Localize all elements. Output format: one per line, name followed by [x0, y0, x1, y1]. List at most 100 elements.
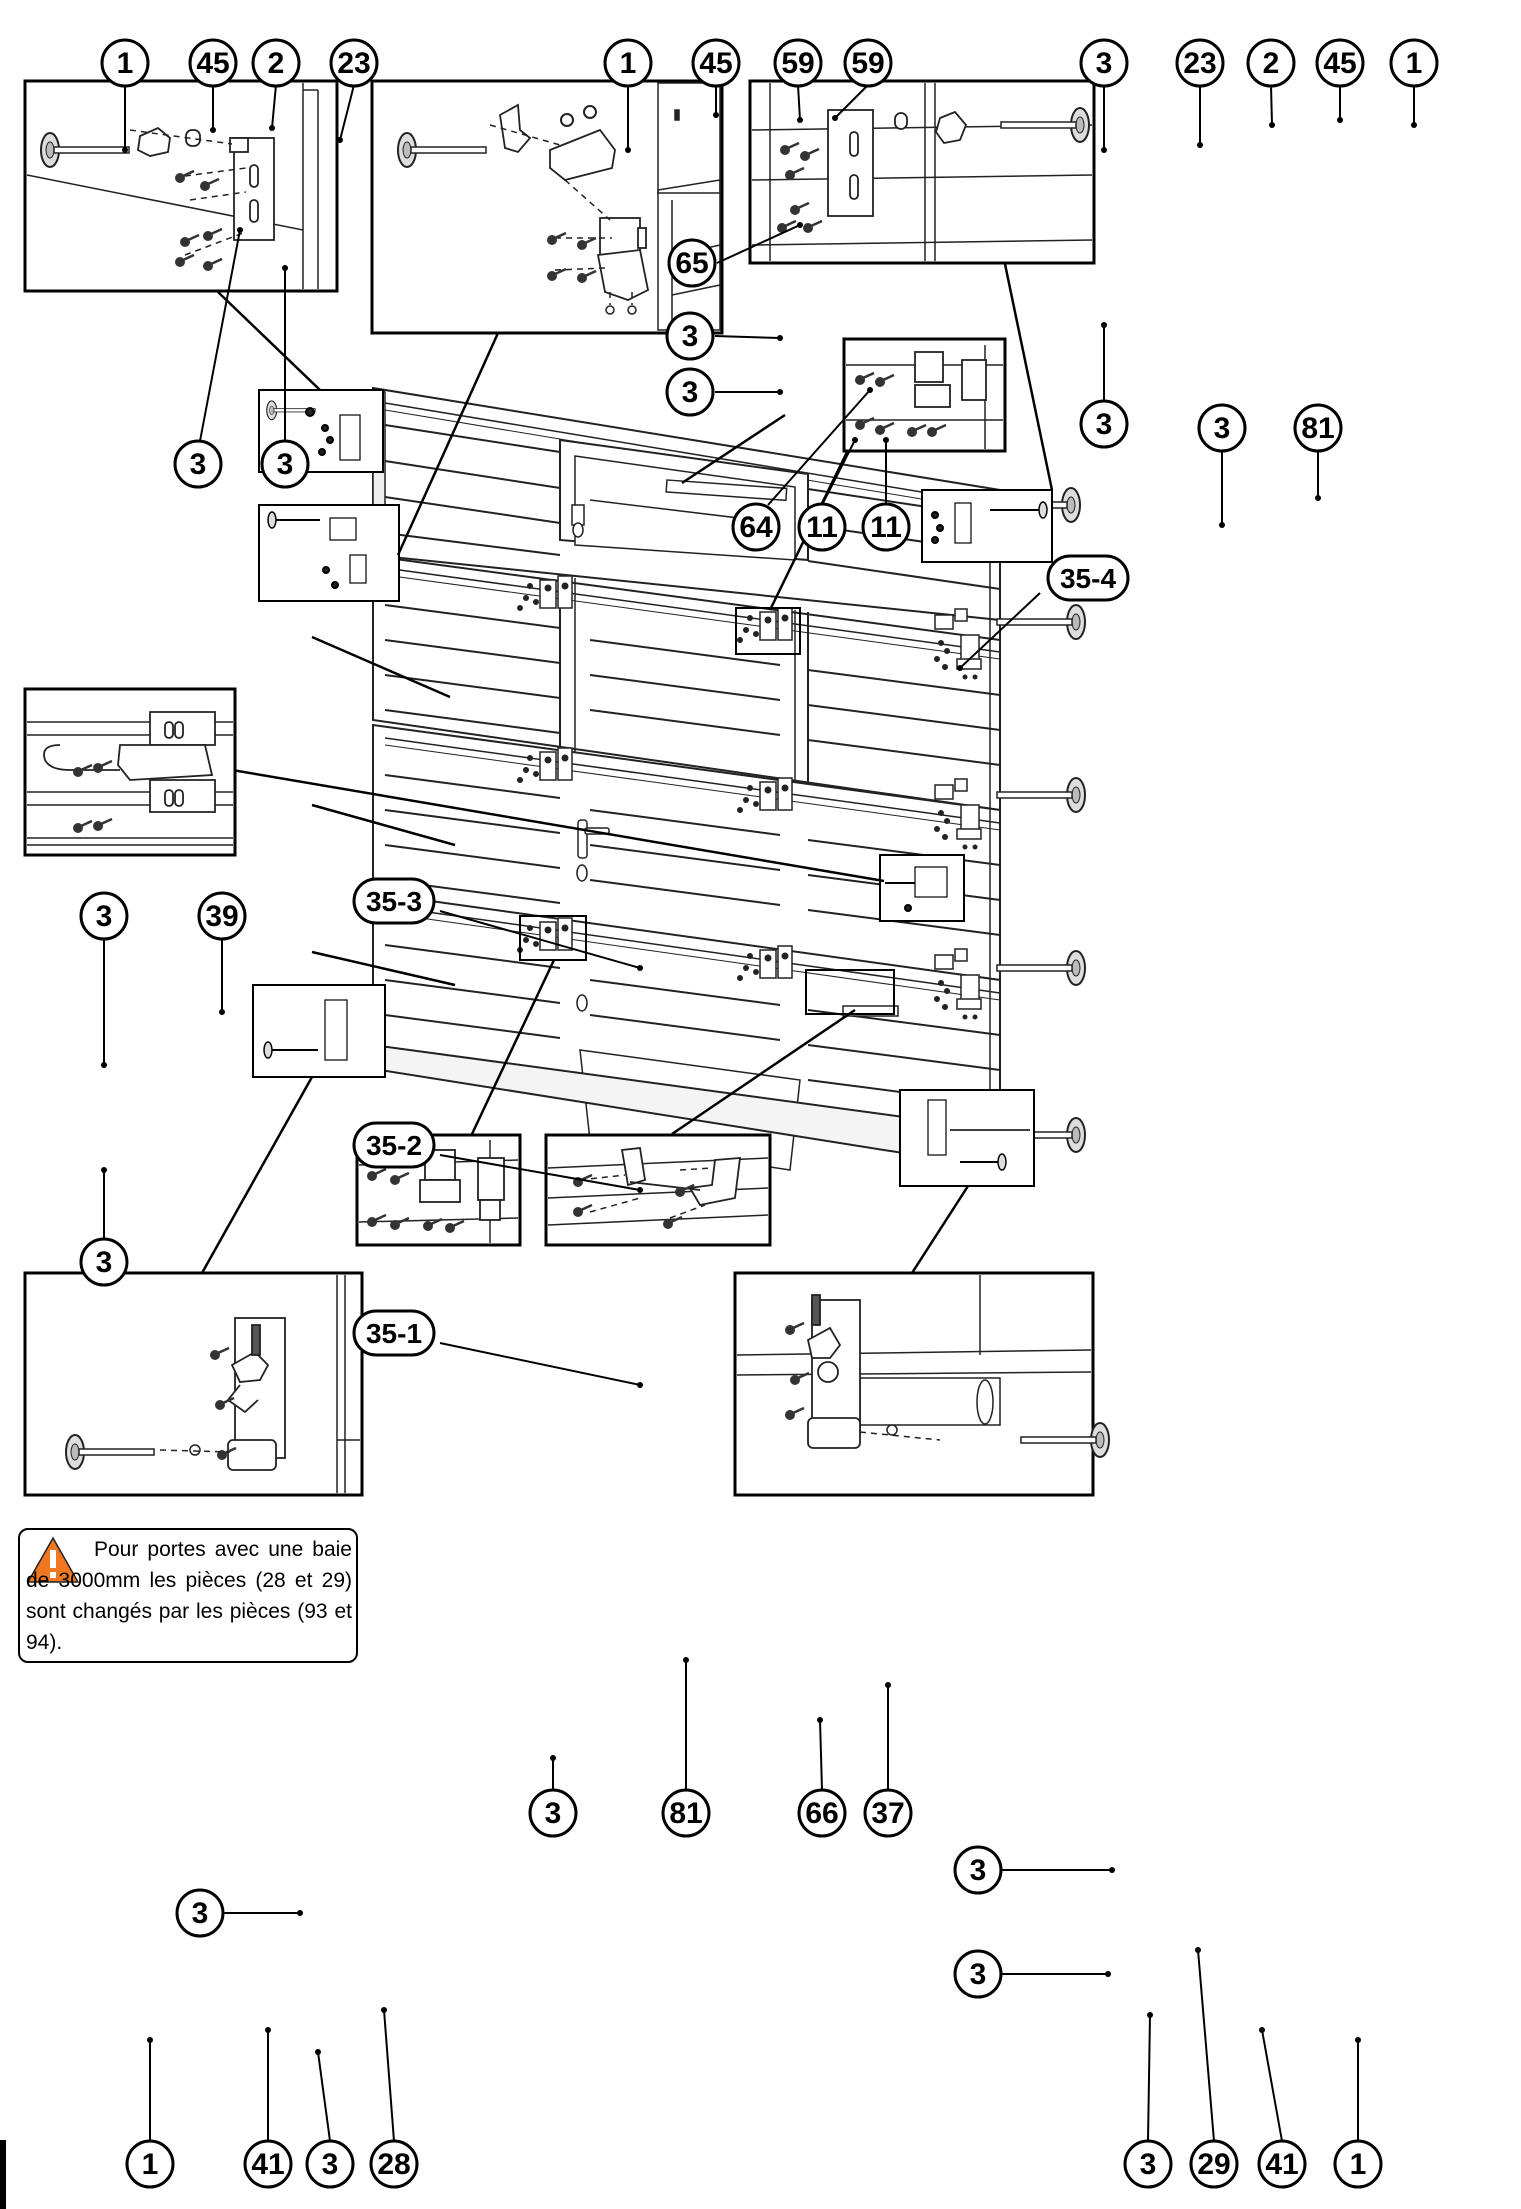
callout-label: 28	[377, 2148, 410, 2181]
callout-bubble	[861, 502, 911, 552]
callout-3: 3	[79, 1237, 129, 1287]
callout-bubble	[603, 38, 653, 88]
callout-label: 2	[268, 47, 285, 80]
callout-bubble	[797, 1788, 847, 1838]
callout-41: 41	[1257, 2139, 1307, 2189]
callout-label: 3	[545, 1797, 562, 1830]
leader-c28	[439, 1342, 641, 1386]
callout-bubble	[1197, 403, 1247, 453]
callout-3: 3	[953, 1845, 1003, 1895]
callout-29: 29	[1189, 2139, 1239, 2189]
leader-end-c34	[817, 1717, 823, 1723]
leader-c45	[1261, 2029, 1283, 2142]
leader-end-c27	[637, 1187, 643, 1193]
leader-c14	[767, 389, 871, 506]
warning-note-text: Pour portes avec une baie de 3000mm les …	[26, 1538, 352, 1654]
leader-end-c1	[122, 147, 128, 153]
leader-lines	[200, 263, 1054, 1274]
callout-bubble	[1079, 38, 1129, 88]
leader-end-c40	[381, 2007, 387, 2013]
callout-bubble	[667, 238, 717, 288]
callout-label: 23	[1183, 47, 1216, 80]
callout-label: 81	[1301, 412, 1334, 445]
leader-end-c43	[1147, 2012, 1153, 2018]
detail-hinge-81-upper	[842, 337, 1007, 453]
callout-bubble	[1175, 38, 1225, 88]
leader-end-c7	[625, 147, 631, 153]
mini-detail-boxes	[252, 389, 1053, 1187]
callout-bubble	[1246, 38, 1296, 88]
callout-label: 3	[277, 448, 294, 481]
leader-c12	[714, 335, 781, 339]
callout-label: 59	[781, 47, 814, 80]
leader-c9	[797, 84, 801, 121]
callout-bubble	[125, 2139, 175, 2189]
callout-23: 23	[1175, 38, 1225, 88]
leader-end-c12	[777, 335, 783, 341]
leader-c3	[271, 84, 277, 129]
callout-label: 45	[1323, 47, 1356, 80]
leader-end-c33	[683, 1657, 689, 1663]
leader-end-c45	[1259, 2027, 1265, 2033]
leader-c19	[1270, 84, 1273, 126]
callout-2: 2	[251, 38, 301, 88]
leader-end-c20	[1337, 117, 1343, 123]
leader-c10	[834, 84, 869, 119]
callout-bubble	[79, 1237, 129, 1287]
callout-bubble	[243, 2139, 293, 2189]
page-edge-marker	[0, 2140, 6, 2209]
warning-triangle-icon	[26, 1536, 80, 1583]
leader-end-c23	[1219, 522, 1225, 528]
callout-bubble	[1257, 2139, 1307, 2189]
callout-bubble	[173, 439, 223, 489]
leader-end-c6	[282, 265, 288, 271]
detail-bottom-left	[23, 1271, 364, 1497]
callout-label: 64	[739, 511, 773, 544]
callout-label: 35-1	[366, 1318, 422, 1349]
callout-bubble	[1333, 2139, 1383, 2189]
callout-1: 1	[1389, 38, 1439, 88]
callout-label: 3	[1096, 408, 1113, 441]
callout-bubble	[197, 891, 247, 941]
callout-label: 3	[682, 320, 699, 353]
leader-c34	[819, 1719, 823, 1791]
detail-bracket-37	[544, 1133, 772, 1247]
callout-bubble	[731, 502, 781, 552]
leader-end-c16	[883, 437, 889, 443]
callout-3: 3	[1079, 38, 1129, 88]
callout-3: 3	[528, 1788, 578, 1838]
callout-bubble	[251, 38, 301, 88]
callout-bubble	[1315, 38, 1365, 88]
callout-label: 29	[1197, 2148, 1230, 2181]
callout-label: 59	[851, 47, 884, 80]
callout-label: 3	[682, 376, 699, 409]
leader-end-c13	[777, 389, 783, 395]
leader-end-c15	[852, 437, 858, 443]
callout-label: 1	[117, 47, 134, 80]
callout-bubble	[1189, 2139, 1239, 2189]
callout-bubble	[843, 38, 893, 88]
callout-bubble	[305, 2139, 355, 2189]
leader-c5	[199, 229, 241, 442]
callout-label: 3	[970, 1854, 987, 1887]
callout-label: 11	[806, 511, 838, 544]
detail-top-right	[748, 79, 1096, 265]
leader-c44	[1197, 1949, 1215, 2142]
callout-label: 3	[970, 1958, 987, 1991]
leader-end-c14	[867, 387, 873, 393]
callout-81: 81	[1293, 403, 1343, 453]
leader-c11	[716, 224, 801, 264]
leader-end-c26	[637, 965, 643, 971]
callout-66: 66	[797, 1788, 847, 1838]
callout-81: 81	[661, 1788, 711, 1838]
leader-end-c11	[797, 222, 803, 228]
callout-1: 1	[603, 38, 653, 88]
callout-label: 11	[870, 511, 902, 544]
leader-end-c35	[885, 1682, 891, 1688]
callout-3: 3	[79, 891, 129, 941]
callout-label: 45	[699, 47, 732, 80]
leader-end-c2	[210, 127, 216, 133]
callout-label: 65	[675, 247, 708, 280]
leader-c27	[439, 1154, 641, 1191]
